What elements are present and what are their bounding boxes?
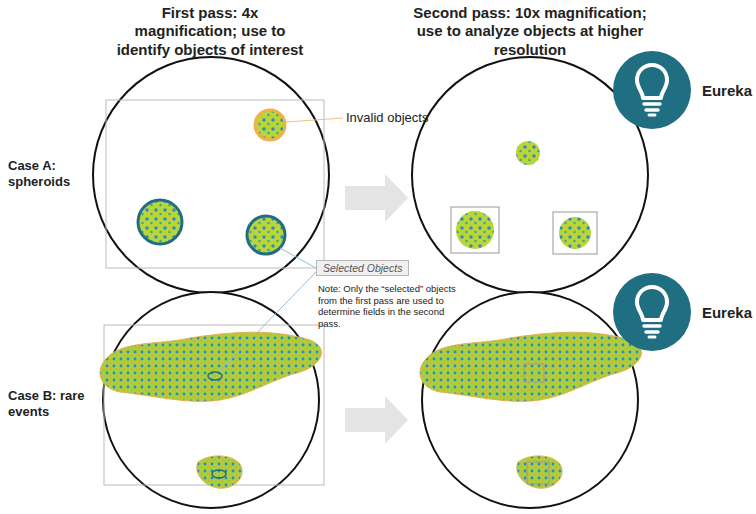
bulb-icon	[612, 50, 692, 130]
callout-label: Invalid objects	[346, 110, 466, 126]
row-label: Case A: spheroids	[8, 158, 90, 190]
column-heading: First pass: 4x magnification; use to ide…	[110, 4, 310, 59]
eureka-badge: Eureka	[612, 272, 752, 352]
badge-label: Eureka	[702, 304, 752, 321]
row-label: Case B: rare events	[8, 388, 92, 420]
eureka-badge: Eureka	[612, 50, 752, 130]
note-text: Note: Only the “selected” objects from t…	[318, 283, 468, 329]
badge-label: Eureka	[702, 82, 752, 99]
box-label: Selected Objects	[323, 262, 402, 274]
bulb-icon	[612, 272, 692, 352]
column-heading: Second pass: 10x magnification; use to a…	[402, 4, 658, 59]
selected-objects-box: Selected Objects	[316, 260, 409, 276]
